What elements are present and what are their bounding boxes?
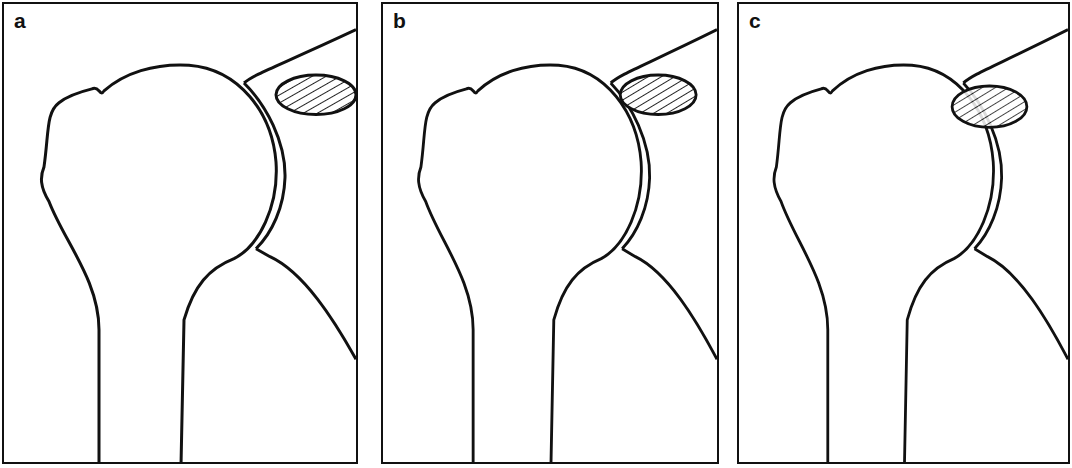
panel-label: b	[393, 10, 406, 31]
shoulder-illustration	[739, 4, 1068, 462]
shoulder-illustration	[4, 4, 356, 462]
panel-label: a	[14, 10, 26, 31]
panel: a	[2, 2, 358, 464]
shoulder-illustration	[383, 4, 717, 462]
panel-label: c	[749, 10, 761, 31]
panel: c	[737, 2, 1070, 464]
panel: b	[381, 2, 719, 464]
